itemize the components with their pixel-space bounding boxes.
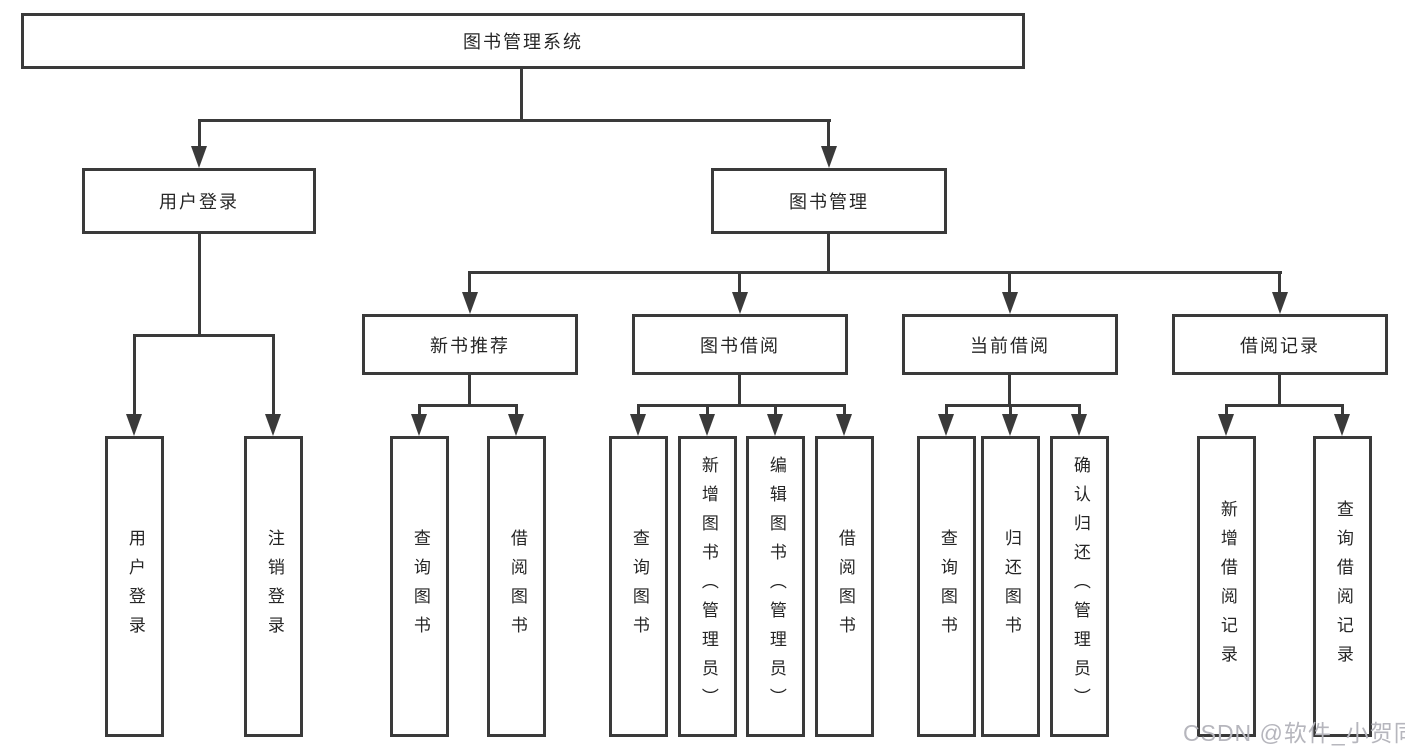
connector-stem	[468, 271, 471, 296]
connector-stem	[945, 404, 948, 418]
arrowhead-down-icon	[1002, 414, 1018, 436]
connector-stem	[198, 119, 201, 151]
connector-stem	[843, 404, 846, 418]
node-leaf-user-login: 用户登录	[105, 436, 164, 737]
node-add-books-admin: 新增图书（管理员）	[678, 436, 737, 737]
connector-rail	[945, 404, 1081, 407]
connector-rail	[418, 404, 518, 407]
connector-rail	[637, 404, 846, 407]
node-query-books-borrowing: 查询图书	[609, 436, 668, 737]
connector-stem	[1078, 404, 1081, 418]
node-add-borrow-record: 新增借阅记录	[1197, 436, 1256, 737]
arrowhead-down-icon	[508, 414, 524, 436]
arrowhead-down-icon	[767, 414, 783, 436]
connector-stem	[1008, 374, 1011, 407]
connector-stem	[1008, 271, 1011, 296]
node-borrow-books-borrowing: 借阅图书	[815, 436, 874, 737]
connector-stem	[774, 404, 777, 418]
arrowhead-down-icon	[1218, 414, 1234, 436]
node-borrowing-records: 借阅记录	[1172, 314, 1388, 375]
arrowhead-down-icon	[1071, 414, 1087, 436]
connector-rail	[1225, 404, 1344, 407]
connector-stem	[515, 404, 518, 418]
connector-stem	[468, 374, 471, 407]
arrowhead-down-icon	[630, 414, 646, 436]
node-edit-books-admin: 编辑图书（管理员）	[746, 436, 805, 737]
connector-stem	[1278, 271, 1281, 296]
arrowhead-down-icon	[821, 146, 837, 168]
arrowhead-down-icon	[191, 146, 207, 168]
connector-stem	[1009, 404, 1012, 418]
arrowhead-down-icon	[265, 414, 281, 436]
arrowhead-down-icon	[1334, 414, 1350, 436]
node-borrow-books-recommend: 借阅图书	[487, 436, 546, 737]
connector-stem	[827, 233, 830, 274]
node-confirm-return-admin: 确认归还（管理员）	[1050, 436, 1109, 737]
connector-stem	[1341, 404, 1344, 418]
node-query-borrow-record: 查询借阅记录	[1313, 436, 1372, 737]
node-query-books-recommend: 查询图书	[390, 436, 449, 737]
connector-stem	[520, 68, 523, 122]
connector-stem	[1225, 404, 1228, 418]
node-return-books: 归还图书	[981, 436, 1040, 737]
connector-rail	[133, 334, 275, 337]
connector-stem	[133, 334, 136, 418]
arrowhead-down-icon	[411, 414, 427, 436]
connector-stem	[418, 404, 421, 418]
connector-rail	[198, 119, 831, 122]
arrowhead-down-icon	[732, 292, 748, 314]
arrowhead-down-icon	[1002, 292, 1018, 314]
connector-stem	[272, 334, 275, 418]
node-library-management-system: 图书管理系统	[21, 13, 1025, 69]
watermark: CSDN @软件_小贺同学	[1183, 720, 1405, 746]
arrowhead-down-icon	[938, 414, 954, 436]
connector-stem	[198, 233, 201, 337]
arrowhead-down-icon	[1272, 292, 1288, 314]
connector-rail	[468, 271, 1282, 274]
node-book-management: 图书管理	[711, 168, 947, 234]
arrowhead-down-icon	[699, 414, 715, 436]
connector-stem	[738, 271, 741, 296]
arrowhead-down-icon	[126, 414, 142, 436]
connector-stem	[637, 404, 640, 418]
connector-stem	[738, 374, 741, 407]
connector-stem	[827, 119, 830, 151]
node-query-books-current: 查询图书	[917, 436, 976, 737]
arrowhead-down-icon	[462, 292, 478, 314]
node-leaf-logout: 注销登录	[244, 436, 303, 737]
node-new-book-recommend: 新书推荐	[362, 314, 578, 375]
arrowhead-down-icon	[836, 414, 852, 436]
node-user-login: 用户登录	[82, 168, 316, 234]
node-current-borrowing: 当前借阅	[902, 314, 1118, 375]
connector-stem	[706, 404, 709, 418]
node-book-borrowing: 图书借阅	[632, 314, 848, 375]
connector-stem	[1278, 374, 1281, 407]
